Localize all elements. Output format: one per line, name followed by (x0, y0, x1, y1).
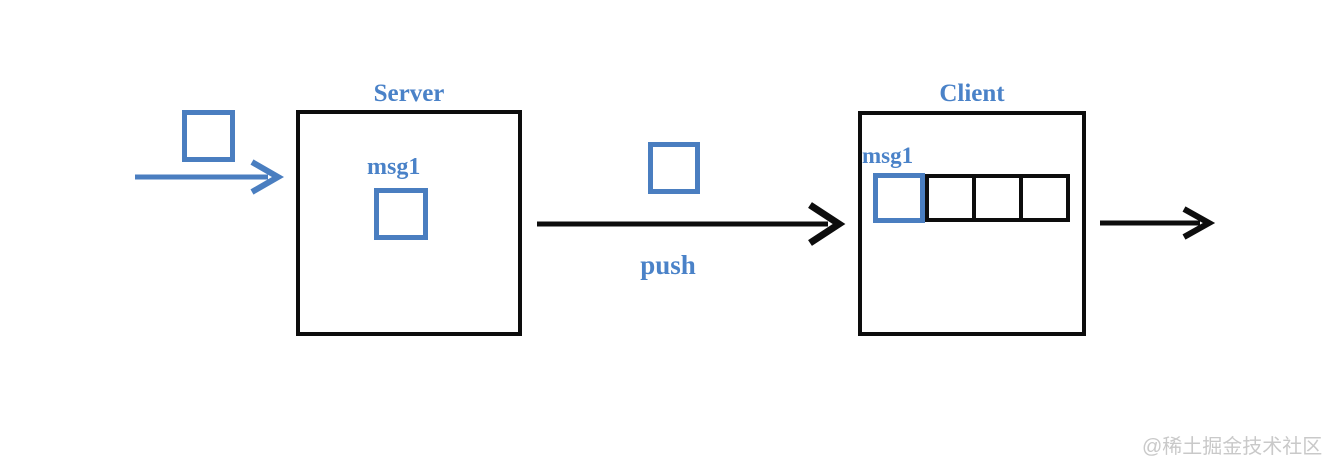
server-box (296, 110, 522, 336)
client-queue (925, 174, 1070, 222)
input-arrow-icon (135, 159, 285, 195)
client-title: Client (939, 80, 1005, 107)
queue-cell (925, 174, 976, 222)
server-message-label: msg1 (367, 154, 421, 180)
client-message-square (873, 173, 925, 223)
server-message-square (374, 188, 428, 240)
queue-cell (972, 174, 1023, 222)
watermark: @稀土掘金技术社区 (1142, 436, 1323, 458)
push-arrow-icon (537, 202, 846, 246)
push-label: push (640, 250, 696, 280)
output-arrow-icon (1100, 206, 1216, 240)
transit-message-square (648, 142, 700, 194)
queue-cell (1019, 174, 1070, 222)
client-message-label: msg1 (862, 143, 914, 168)
client-box (858, 111, 1086, 336)
server-title: Server (373, 80, 445, 107)
incoming-message-square (182, 110, 235, 162)
